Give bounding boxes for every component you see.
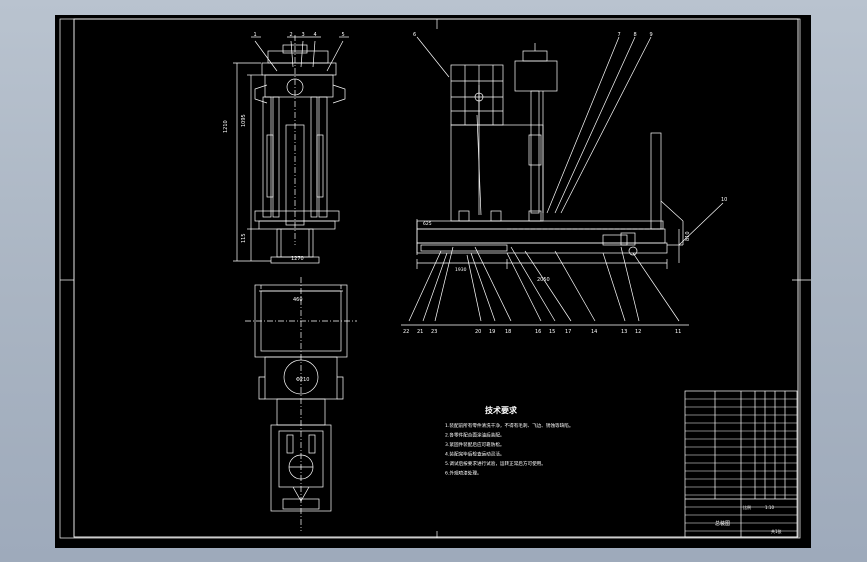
drawing-viewport[interactable]: 1.装配前所有零件清洗干净，不得有毛刺、飞边、锈蚀等缺陷。 2.各零件配合面涂油后… xyxy=(55,15,811,548)
dim-side-mid: 1930 xyxy=(455,267,467,273)
balloon-label: 7 xyxy=(618,32,621,38)
tech-requirement-line: 2.各零件配合面涂油后装配。 xyxy=(445,432,505,439)
balloon-label: 13 xyxy=(621,329,627,335)
balloons-bottom-row: 22 21 23 20 19 18 16 15 17 14 13 12 11 xyxy=(403,329,681,335)
balloon-label: 3 xyxy=(302,32,305,38)
balloon-10: 10 xyxy=(721,197,727,203)
title-block-sheet: 共1张 xyxy=(771,528,782,534)
balloon-label: 11 xyxy=(675,329,681,335)
balloon-label: 19 xyxy=(489,329,495,335)
side-view xyxy=(401,36,724,326)
tech-requirement-line: 3.紧固件装配后应可靠防松。 xyxy=(445,441,505,448)
balloon-label: 4 xyxy=(314,32,317,38)
dim-front-lower: 115 xyxy=(241,233,247,243)
dim-front-height: 1210 xyxy=(223,120,229,133)
balloon-label: 8 xyxy=(634,32,637,38)
balloon-label: 16 xyxy=(535,329,541,335)
dim-side-left: 625 xyxy=(423,221,432,227)
dim-side-length: 2050 xyxy=(537,277,550,283)
balloon-label: 5 xyxy=(342,32,345,38)
title-block xyxy=(684,390,798,538)
tech-requirements-title: 技术要求 xyxy=(485,405,518,415)
balloon-label: 9 xyxy=(650,32,653,38)
cad-drawing: 1.装配前所有零件清洗干净，不得有毛刺、飞边、锈蚀等缺陷。 2.各零件配合面涂油后… xyxy=(59,18,811,539)
balloon-label: 12 xyxy=(635,329,641,335)
dim-center-mark: Φ210 xyxy=(296,377,309,383)
inner-frame xyxy=(73,18,799,538)
balloon-label: 20 xyxy=(475,329,481,335)
title-block-scale-label: 比例 xyxy=(743,504,751,510)
tech-requirement-line: 5.调试后按要求进行试验，运转正常后方可使用。 xyxy=(445,460,546,467)
balloons-front-view: 1 2 3 4 5 xyxy=(254,32,345,38)
balloon-label: 2 xyxy=(290,32,293,38)
balloon-label: 18 xyxy=(505,329,511,335)
balloon-label: 21 xyxy=(417,329,423,335)
balloon-6: 6 xyxy=(413,32,416,38)
balloons-side-right: 7 8 9 xyxy=(618,32,653,38)
title-block-rows xyxy=(685,398,797,532)
front-view xyxy=(233,35,349,264)
balloon-label: 22 xyxy=(403,329,409,335)
dim-plan-width: 1270 xyxy=(291,256,304,262)
tech-requirement-line: 4.装配完毕后检查运动灵活。 xyxy=(445,451,505,458)
dim-side-height: 810 xyxy=(685,231,691,241)
plan-view xyxy=(245,277,357,531)
balloon-label: 15 xyxy=(549,329,555,335)
tech-requirement-line: 6.外观喷漆处理。 xyxy=(445,470,482,477)
title-block-scale-value: 1:10 xyxy=(765,505,774,510)
balloon-label: 17 xyxy=(565,329,571,335)
tech-requirement-line: 1.装配前所有零件清洗干净，不得有毛刺、飞边、锈蚀等缺陷。 xyxy=(445,422,573,429)
balloon-label: 1 xyxy=(254,32,257,38)
balloon-label: 23 xyxy=(431,329,437,335)
tech-requirements: 1.装配前所有零件清洗干净，不得有毛刺、飞边、锈蚀等缺陷。 2.各零件配合面涂油后… xyxy=(445,422,573,477)
outer-frame xyxy=(59,18,801,539)
balloon-label: 14 xyxy=(591,329,597,335)
dim-top-width: 460 xyxy=(293,297,303,303)
dim-front-upper: 1095 xyxy=(241,114,247,127)
title-block-drawing-name: 总装图 xyxy=(715,520,730,527)
